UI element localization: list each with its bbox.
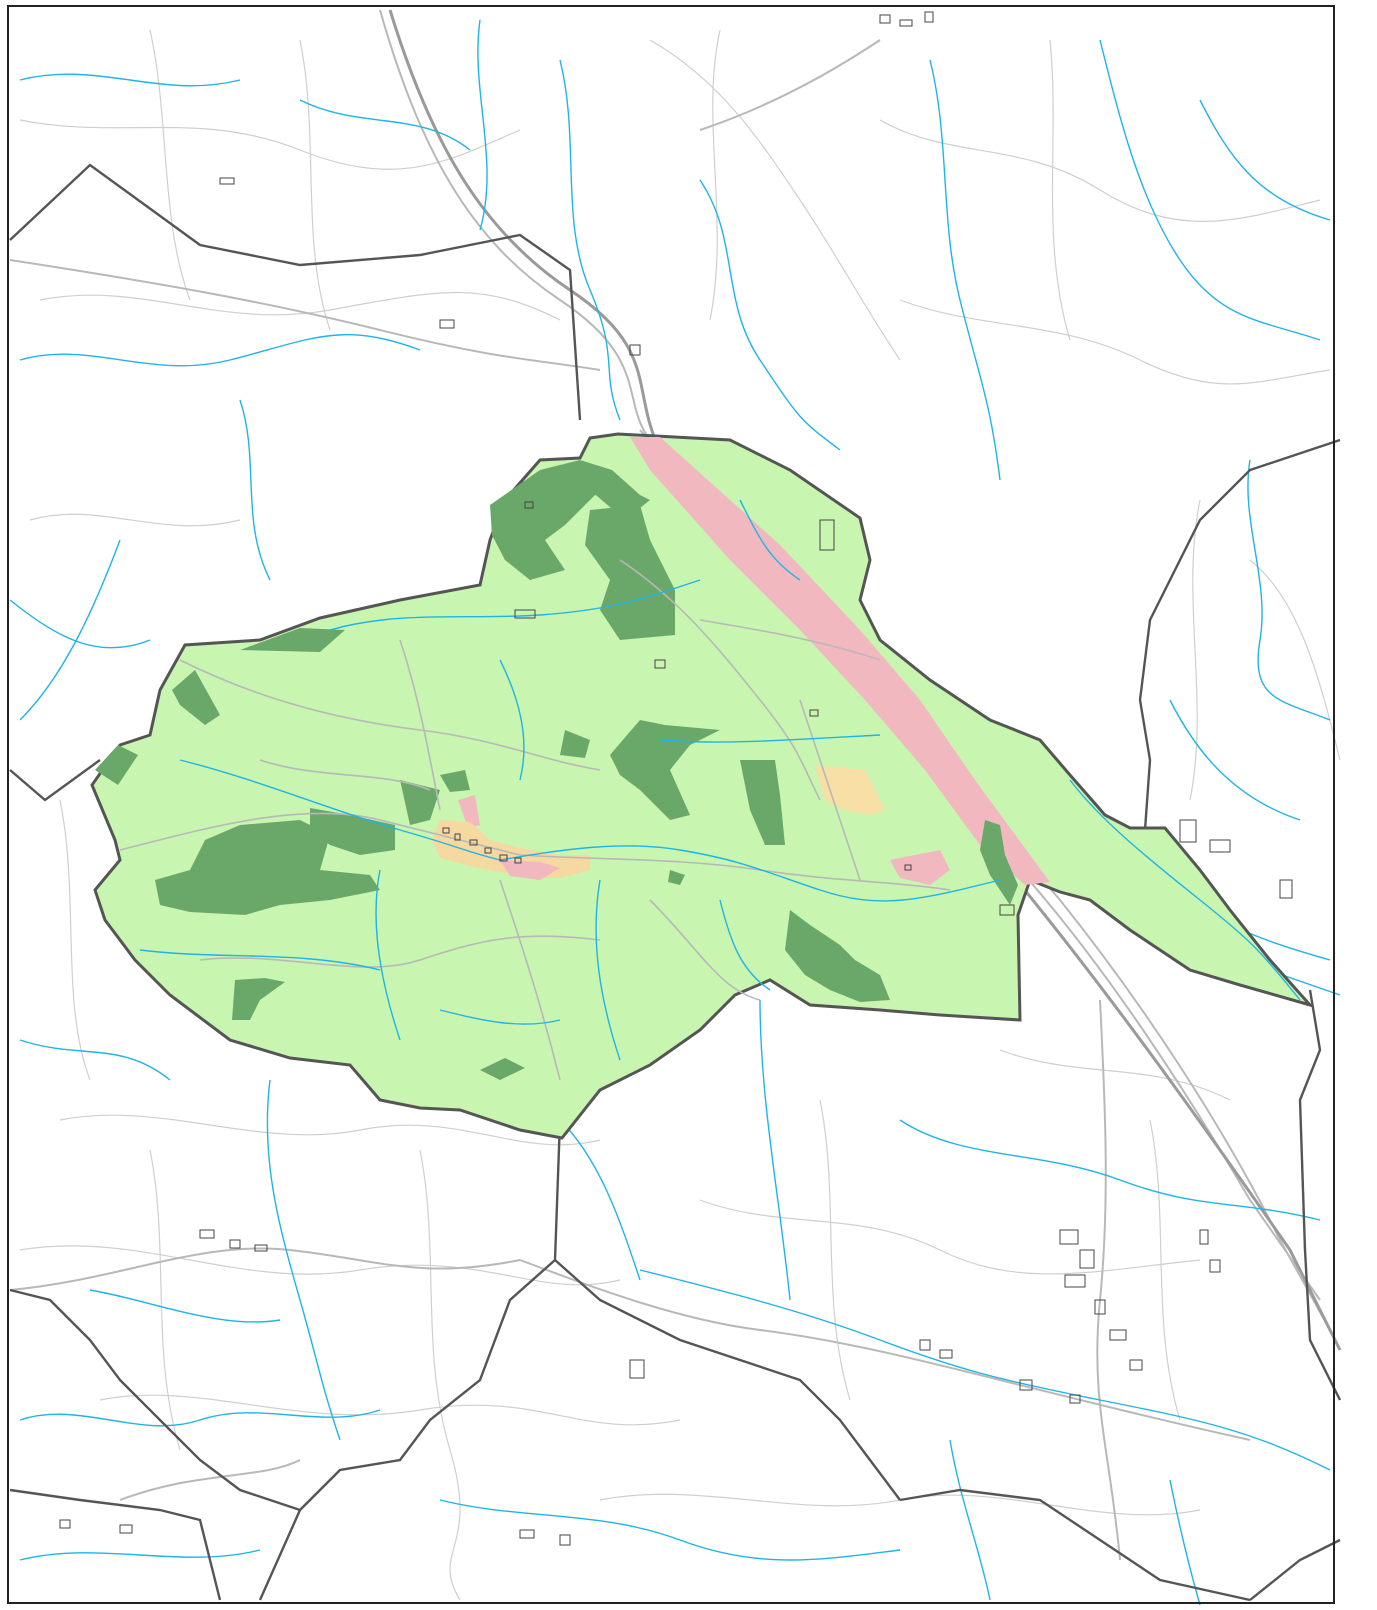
- map-border: [7, 5, 1335, 1604]
- agricultural-patch: [815, 765, 885, 815]
- rivers-inside-study-area: [139, 499, 1301, 1061]
- forest-patches: [95, 460, 1018, 1080]
- study-area[interactable]: [90, 432, 1315, 1140]
- building-outlines: [442, 501, 1015, 916]
- urban-corridor: [630, 437, 1050, 885]
- settlement-clusters: [59, 11, 1293, 1546]
- municipal-boundaries: [9, 163, 1342, 1602]
- built-up-areas: [432, 795, 950, 885]
- railway: [388, 9, 1342, 1351]
- study-area-polygon[interactable]: [90, 432, 1315, 1140]
- road-network-minor: [19, 29, 1341, 1601]
